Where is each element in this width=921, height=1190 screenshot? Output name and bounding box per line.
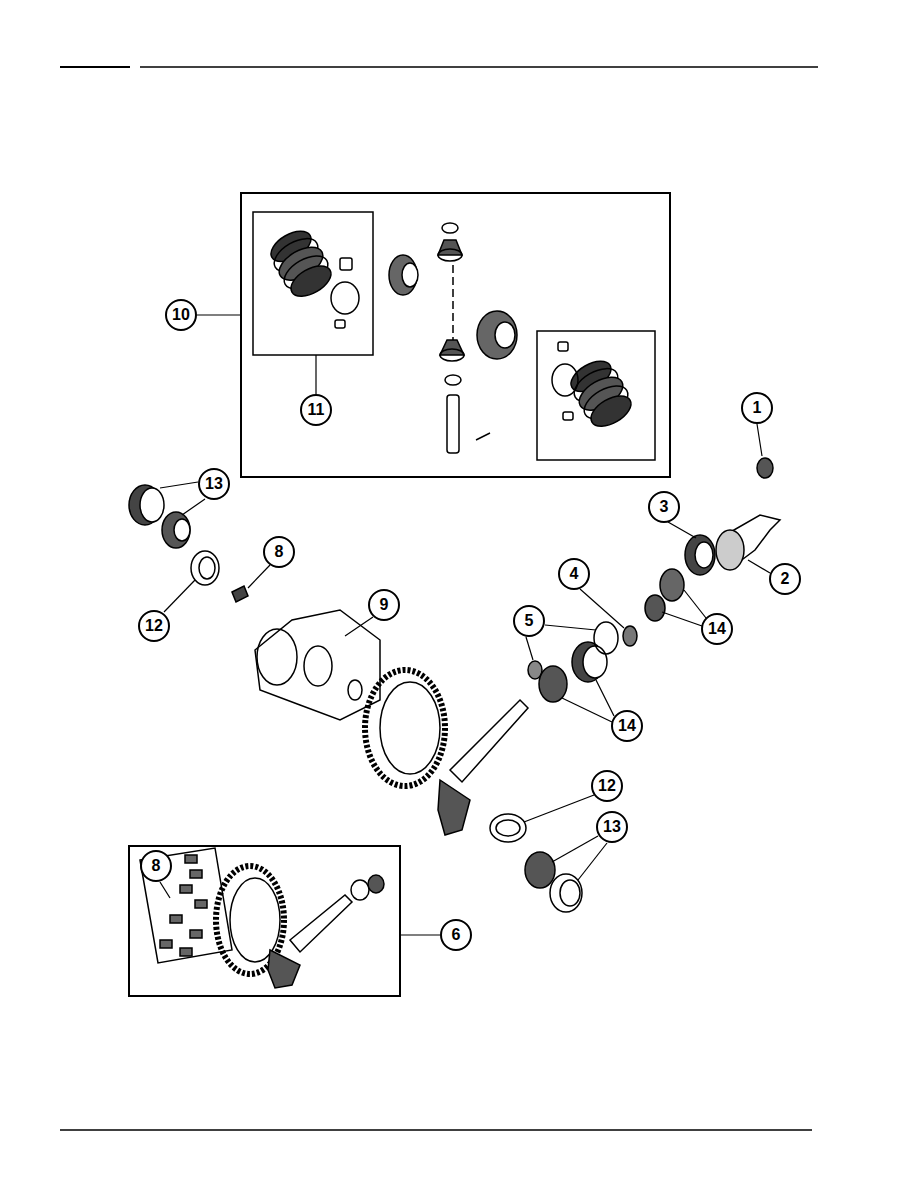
callout-number: 12 [138,610,170,642]
callout-number: 4 [558,558,590,590]
callout-number: 2 [769,563,801,595]
callout-number: 8 [140,850,172,882]
callout-number: 13 [596,811,628,843]
callout-number: 10 [165,299,197,331]
callout-number: 8 [263,536,295,568]
callout-number: 6 [440,919,472,951]
callout-number: 3 [648,491,680,523]
callout-number: 12 [591,770,623,802]
callout-number: 9 [368,589,400,621]
callout-number: 11 [300,394,332,426]
callout-number: 1 [741,392,773,424]
callout-number: 13 [198,468,230,500]
callout-number: 14 [701,613,733,645]
callout-number: 14 [611,710,643,742]
callout-number: 5 [513,605,545,637]
